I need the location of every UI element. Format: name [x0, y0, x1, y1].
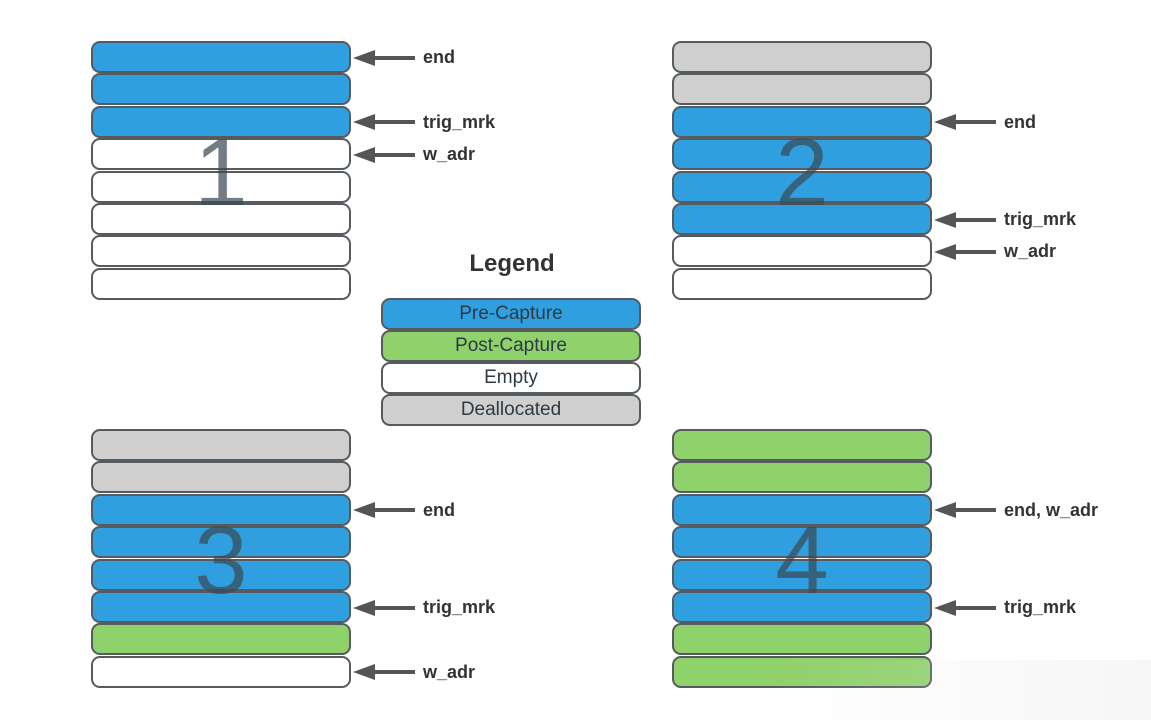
pointer-label: trig_mrk: [1004, 597, 1077, 617]
legend-deallocated: Deallocated: [381, 394, 641, 426]
buffer-slot: [672, 235, 932, 268]
pointer-arrow: end: [353, 47, 455, 68]
pointer-arrow: end, w_adr: [934, 500, 1098, 521]
buffer-slot: [91, 41, 351, 73]
buffer-slot: [672, 429, 932, 461]
buffer-slot: [672, 73, 932, 106]
pointer-label: w_adr: [423, 661, 476, 682]
pointer-arrow: w_adr: [353, 144, 475, 165]
buffer-slot: [672, 655, 932, 688]
buffer-slot: [91, 235, 351, 268]
legend-empty: Empty: [381, 362, 641, 394]
pointer-arrow: w_adr: [353, 662, 475, 683]
pointer-label: w_adr: [423, 144, 476, 165]
pointer-label: trig_mrk: [1004, 209, 1077, 229]
buffer-slot: [672, 203, 932, 235]
buffer-slot: [91, 461, 351, 494]
buffer-slot: [672, 105, 932, 138]
buffer-slot: [672, 493, 932, 526]
buffer-stack-2: 2: [672, 41, 932, 300]
pointer-arrow: trig_mrk: [934, 597, 1076, 618]
pointer-label: trig_mrk: [423, 111, 496, 132]
pointer-arrow: end: [934, 112, 1036, 133]
buffer-slot: [91, 429, 351, 461]
buffer-slot: [91, 623, 351, 656]
buffer-slot: [672, 267, 932, 300]
pointer-label: end: [423, 47, 456, 67]
buffer-slot: [91, 170, 351, 203]
buffer-slot: [672, 591, 932, 623]
buffer-slot: [672, 41, 932, 73]
pointer-arrow: w_adr: [934, 241, 1056, 262]
legend-title: Legend: [469, 250, 555, 277]
buffer-slot: [91, 105, 351, 138]
pointer-label: trig_mrk: [423, 597, 496, 617]
buffer-slot: [672, 623, 932, 656]
buffer-slot: [91, 558, 351, 591]
buffer-slot: [672, 138, 932, 171]
buffer-stack-4: 4: [672, 429, 932, 688]
pointer-arrow: trig_mrk: [934, 209, 1076, 230]
buffer-slot: [91, 526, 351, 559]
buffer-slot: [91, 138, 351, 171]
pointer-arrow: trig_mrk: [353, 112, 495, 133]
buffer-stack-3: 3: [91, 429, 351, 688]
buffer-slot: [91, 655, 351, 688]
buffer-stack-1: 1: [91, 41, 351, 300]
legend-pre-capture: Pre-Capture: [381, 298, 641, 330]
buffer-slot: [91, 73, 351, 106]
buffer-slot: [672, 170, 932, 203]
watermark: [771, 660, 1151, 720]
legend-post-capture: Post-Capture: [381, 330, 641, 362]
buffer-slot: [91, 591, 351, 623]
pointer-label: end: [1004, 111, 1037, 132]
buffer-slot: [91, 203, 351, 235]
pointer-label: end, w_adr: [1004, 499, 1099, 520]
pointer-label: w_adr: [1004, 241, 1057, 262]
pointer-label: end: [423, 499, 456, 520]
buffer-slot: [91, 493, 351, 526]
pointer-arrow: end: [353, 500, 455, 521]
buffer-slot: [672, 526, 932, 559]
buffer-slot: [91, 267, 351, 300]
buffer-slot: [672, 558, 932, 591]
buffer-slot: [672, 461, 932, 494]
pointer-arrow: trig_mrk: [353, 597, 495, 618]
